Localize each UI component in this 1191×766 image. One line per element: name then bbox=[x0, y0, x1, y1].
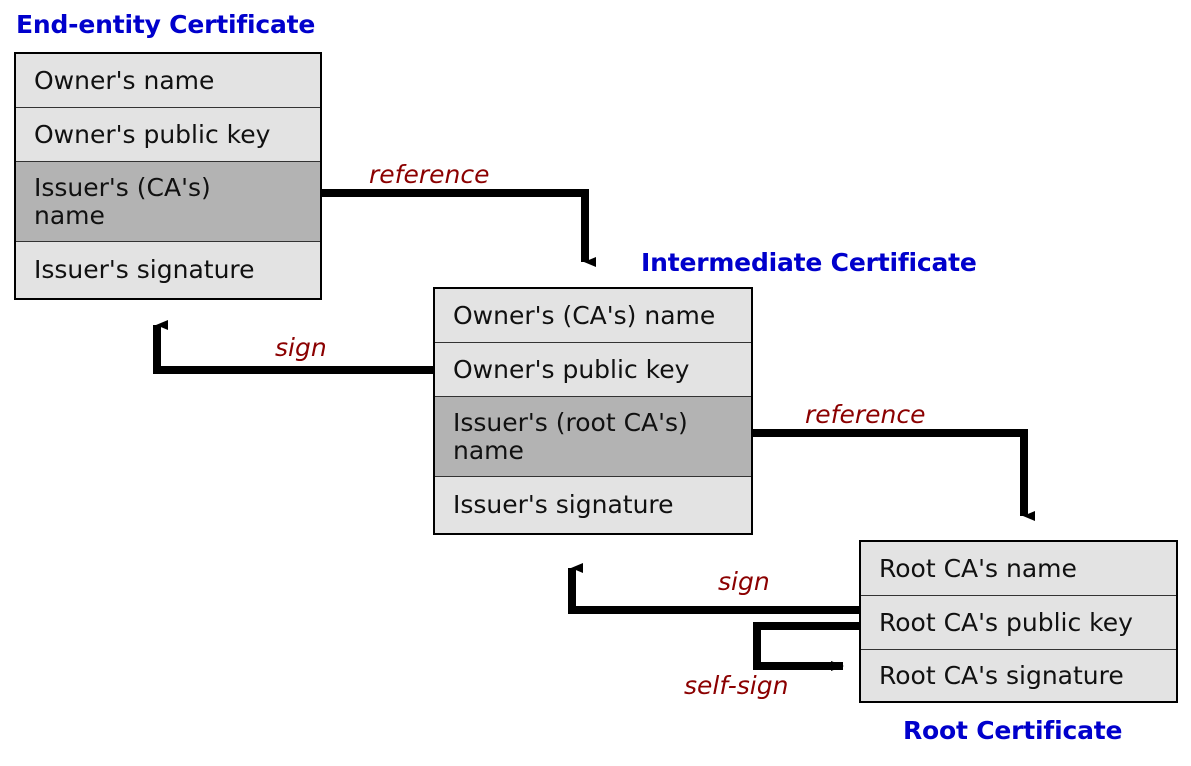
root-certificate-box: Root CA's name Root CA's public key Root… bbox=[859, 540, 1178, 703]
end-entity-row-owner-name: Owner's name bbox=[16, 54, 320, 108]
edge-label-reference-2: reference bbox=[805, 400, 926, 429]
edge-sign-2 bbox=[568, 563, 859, 614]
root-row-public-key: Root CA's public key bbox=[861, 596, 1176, 650]
edge-self-sign bbox=[753, 622, 862, 671]
intermediate-certificate-box: Owner's (CA's) name Owner's public key I… bbox=[433, 287, 753, 535]
end-entity-row-owner-public-key: Owner's public key bbox=[16, 108, 320, 162]
edge-label-sign-1: sign bbox=[275, 333, 327, 362]
edge-sign-1 bbox=[153, 320, 433, 374]
edge-reference-2 bbox=[753, 429, 1035, 521]
edge-label-reference-1: reference bbox=[369, 160, 490, 189]
end-entity-row-issuer-name: Issuer's (CA's) name bbox=[16, 162, 320, 242]
root-row-name: Root CA's name bbox=[861, 542, 1176, 596]
intermediate-row-issuer-name: Issuer's (root CA's) name bbox=[435, 397, 751, 477]
intermediate-row-owner-name: Owner's (CA's) name bbox=[435, 289, 751, 343]
edge-reference-1 bbox=[322, 189, 596, 267]
end-entity-row-issuer-signature: Issuer's signature bbox=[16, 242, 320, 298]
intermediate-row-issuer-signature: Issuer's signature bbox=[435, 477, 751, 533]
root-certificate-title: Root Certificate bbox=[903, 716, 1123, 745]
intermediate-row-owner-public-key: Owner's public key bbox=[435, 343, 751, 397]
intermediate-certificate-title: Intermediate Certificate bbox=[641, 248, 977, 277]
edge-label-sign-2: sign bbox=[718, 567, 770, 596]
root-row-signature: Root CA's signature bbox=[861, 650, 1176, 701]
end-entity-certificate-title: End-entity Certificate bbox=[16, 10, 316, 39]
edge-label-self-sign: self-sign bbox=[684, 671, 789, 700]
end-entity-certificate-box: Owner's name Owner's public key Issuer's… bbox=[14, 52, 322, 300]
